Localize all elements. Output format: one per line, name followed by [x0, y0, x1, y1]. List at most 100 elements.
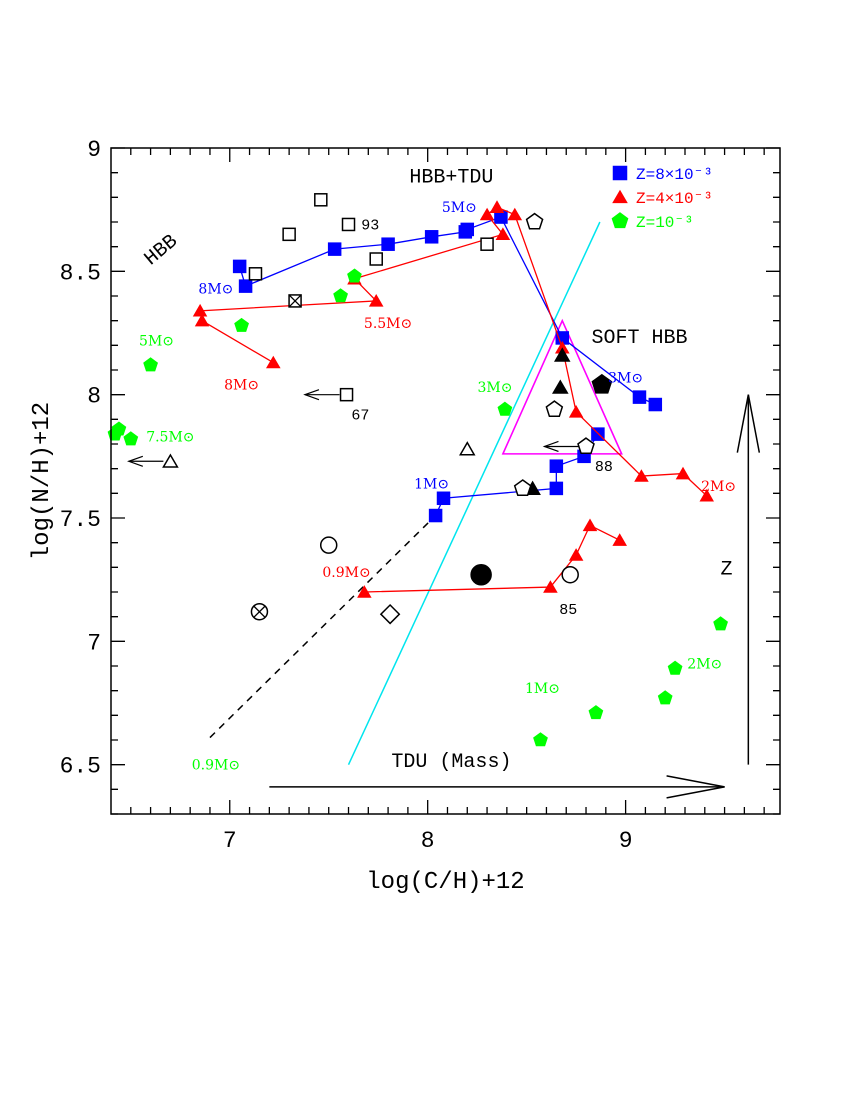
- y-tick-label-5: 9: [87, 137, 101, 163]
- limit-arrow-1-head: [127, 455, 144, 467]
- series-2-point-6: [479, 207, 495, 221]
- open-pentagon-2: [513, 479, 532, 496]
- x-tick-label-2: 9: [619, 828, 633, 854]
- open-circle-0: [319, 536, 338, 554]
- crossed-square-0-cross: [288, 294, 302, 308]
- x-tick-label-0: 7: [223, 828, 237, 854]
- region-label-2: SOFT HBB: [591, 327, 687, 350]
- soft-hbb-triangle: [501, 318, 623, 455]
- mass-label-2: 3M⊙: [608, 370, 643, 386]
- series-4-point-5: [333, 288, 348, 303]
- x-axis-label: log(C/H)+12: [366, 869, 524, 896]
- open-square-5: [480, 237, 494, 251]
- region-label-4: Z: [721, 559, 733, 582]
- object-id-label-0: 93: [361, 217, 379, 234]
- object-id-label-1: 67: [351, 407, 369, 424]
- series-2-point-3: [368, 293, 384, 307]
- open-square-0: [314, 193, 328, 207]
- filled-triangle-1: [551, 379, 569, 394]
- mass-label-7: 0.9M⊙: [322, 565, 370, 581]
- series-0-point-9: [632, 390, 647, 404]
- mass-label-4: 5.5M⊙: [364, 316, 412, 332]
- series-2-point-13: [699, 488, 714, 502]
- axis-ticks: [111, 147, 780, 815]
- dashed-extrapolation-line: [209, 514, 437, 739]
- series-2-line: [199, 206, 708, 497]
- reference-lines: [209, 221, 623, 765]
- series-0-point-6: [460, 222, 475, 237]
- series-3-point-2: [568, 548, 584, 561]
- series-0-point-2: [327, 242, 342, 256]
- filled-pentagon-0: [591, 373, 613, 394]
- series-0-point-10: [648, 397, 663, 412]
- region-label-0: HBB+TDU: [409, 167, 493, 190]
- series-4-point-3: [143, 357, 158, 372]
- tdu-arrow-head: [666, 775, 725, 799]
- series-2-point-2: [192, 303, 208, 317]
- series-2-point-8: [507, 207, 523, 221]
- mass-label-1: 8M⊙: [198, 282, 233, 298]
- mass-label-8: 5M⊙: [139, 333, 174, 349]
- series-2-point-5: [495, 227, 511, 241]
- mass-label-5: 8M⊙: [224, 378, 259, 394]
- series-3-point-1: [543, 580, 558, 593]
- limit-arrow-2-head: [542, 440, 559, 453]
- y-tick-label-4: 8.5: [60, 260, 101, 286]
- series-4-point-4: [234, 317, 249, 332]
- mass-label-6: 2M⊙: [701, 479, 736, 495]
- series-4-point-8: [533, 732, 548, 747]
- series-2-point-7: [489, 200, 505, 213]
- cyan-boundary-line: [347, 221, 601, 765]
- series-2-point-10: [568, 404, 584, 418]
- series-4-point-12: [713, 616, 728, 631]
- mass-label-0: 5M⊙: [442, 200, 477, 216]
- object-id-label-3: 85: [559, 602, 577, 619]
- object-id-label-2: 88: [595, 459, 613, 476]
- series-1-point-1: [436, 491, 451, 506]
- y-tick-label-3: 8: [87, 384, 101, 410]
- y-tick-label-2: 7.5: [60, 507, 101, 533]
- open-diamond-0: [379, 603, 401, 625]
- region-label-1: HBB: [140, 230, 182, 271]
- mass-label-12: 2M⊙: [687, 656, 722, 672]
- open-triangle-1: [458, 441, 476, 456]
- crossed-circle-0-cross: [253, 605, 266, 618]
- series-2-point-11: [634, 469, 649, 482]
- series-2-point-1: [194, 313, 210, 327]
- series-1-point-3: [549, 459, 564, 473]
- series-0-point-1: [238, 279, 253, 293]
- series-1-point-2: [549, 481, 564, 496]
- y-axis-label: log(N/H)+12: [29, 402, 56, 560]
- y-tick-label-1: 7: [87, 630, 101, 656]
- series-3-point-0: [357, 585, 372, 598]
- mass-label-13: 0.9M⊙: [192, 758, 240, 774]
- series-3-point-4: [612, 533, 628, 546]
- open-pentagon-3: [577, 437, 595, 455]
- series-0-point-3: [381, 237, 395, 251]
- open-square-3: [248, 267, 263, 281]
- series-2-point-12: [675, 466, 691, 480]
- legend-marker-0: [612, 165, 628, 181]
- plot-frame-box: [110, 147, 781, 815]
- legend-label-0: Z=8×10⁻³: [636, 166, 713, 184]
- series-4-point-2: [123, 431, 139, 446]
- series-4-point-1: [111, 421, 127, 436]
- filled-triangle-2: [553, 347, 571, 362]
- series-3-point-3: [582, 518, 598, 532]
- mass-label-11: 1M⊙: [525, 681, 560, 697]
- observed-objects: [127, 193, 613, 625]
- series-0-line: [239, 216, 656, 406]
- legend-marker-1: [612, 189, 628, 204]
- series-0-point-4: [424, 230, 439, 244]
- legend-marker-2: [611, 212, 629, 229]
- legend: Z=8×10⁻³Z=4×10⁻³Z=10⁻³: [611, 165, 713, 232]
- open-square-4: [369, 252, 383, 266]
- mass-label-9: 7.5M⊙: [146, 430, 194, 446]
- mass-label-10: 3M⊙: [477, 380, 512, 396]
- open-square-6: [339, 387, 354, 402]
- open-square-2: [282, 227, 296, 242]
- series-4-point-9: [588, 705, 604, 720]
- mass-label-3: 1M⊙: [414, 476, 449, 492]
